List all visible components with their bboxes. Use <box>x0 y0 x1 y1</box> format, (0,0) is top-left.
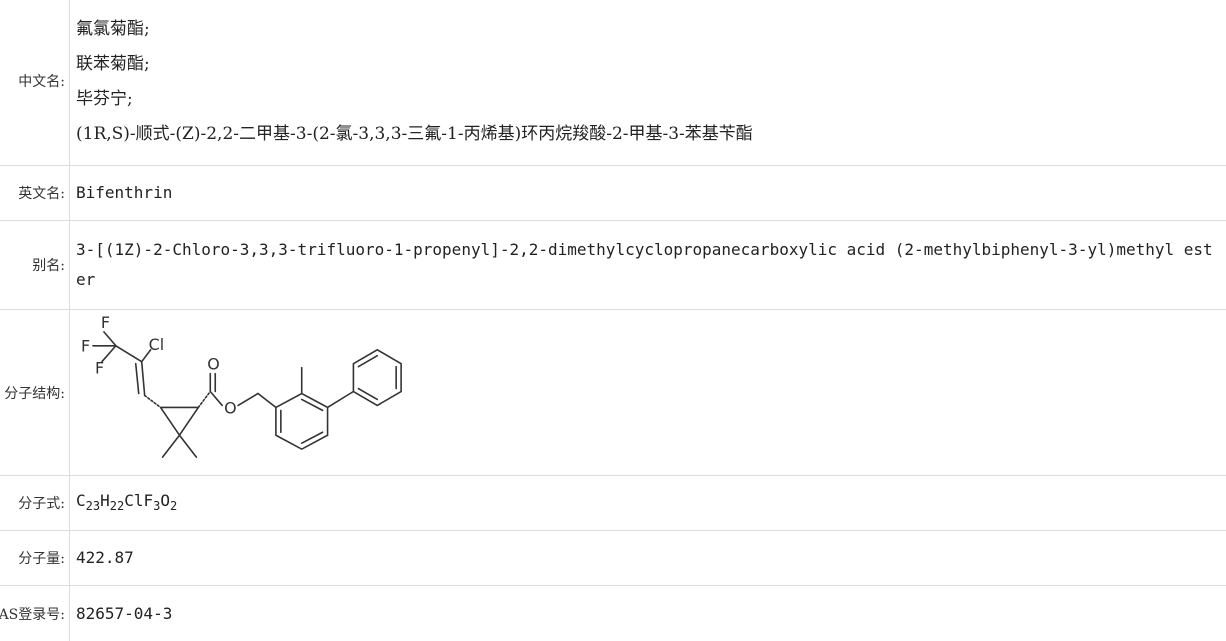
formula-subscript: 22 <box>109 498 125 513</box>
cas-number-value: 82657-04-3 <box>76 603 173 623</box>
fluorine-atom-1: F <box>101 313 110 332</box>
formula-element: H <box>100 490 110 510</box>
ester-oxygen: O <box>224 398 237 417</box>
row-alias: 别名: 3-[(1Z)-2-Chloro-3,3,3-trifluoro-1-p… <box>0 221 1226 310</box>
molecular-structure-image: F F F Cl O O <box>81 313 402 458</box>
english-name-value: Bifenthrin <box>76 183 173 202</box>
formula-subscript: 2 <box>169 498 178 513</box>
row-cas-number: CAS登录号: 82657-04-3 <box>0 586 1226 641</box>
alias-value: 3-[(1Z)-2-Chloro-3,3,3-trifluoro-1-prope… <box>76 240 1213 289</box>
row-structure: 分子结构: <box>0 310 1226 476</box>
row-molecular-weight: 分子量: 422.87 <box>0 531 1226 586</box>
structure-cell: F F F Cl O O <box>70 310 1226 475</box>
formula-element: ClF <box>124 490 154 510</box>
chinese-name-item: (1R,S)-顺式-(Z)-2,2-二甲基-3-(2-氯-3,3,3-三氟-1-… <box>76 124 753 144</box>
chinese-name-item: 毕芬宁; <box>76 89 133 109</box>
formula-subscript: 23 <box>85 498 101 513</box>
chinese-name-item: 氟氯菊酯; <box>76 19 150 39</box>
formula-element: O <box>160 490 170 510</box>
chinese-name-values: 氟氯菊酯; 联苯菊酯; 毕芬宁; (1R,S)-顺式-(Z)-2,2-二甲基-3… <box>70 0 1226 165</box>
fluorine-atom-2: F <box>81 337 90 356</box>
fluorine-atom-3: F <box>95 359 104 378</box>
molecular-weight-value: 422.87 <box>76 548 134 567</box>
row-chinese-name: 中文名: 氟氯菊酯; 联苯菊酯; 毕芬宁; (1R,S)-顺式-(Z)-2,2-… <box>0 0 1226 166</box>
chinese-name-label: 中文名: <box>0 0 70 165</box>
formula-expression: C23H22ClF3O2 <box>76 486 1226 521</box>
formula-value: C23H22ClF3O2 <box>70 476 1226 530</box>
row-english-name: 英文名: Bifenthrin <box>0 166 1226 221</box>
formula-element: C <box>76 490 86 510</box>
molecular-weight-label: 分子量: <box>0 531 70 585</box>
formula-subscript: 3 <box>153 498 161 513</box>
formula-label: 分子式: <box>0 476 70 530</box>
structure-label: 分子结构: <box>0 310 70 475</box>
english-name-label: 英文名: <box>0 166 70 220</box>
alias-value-cell: 3-[(1Z)-2-Chloro-3,3,3-trifluoro-1-prope… <box>70 221 1226 309</box>
chlorine-atom: Cl <box>149 335 165 354</box>
carbonyl-oxygen: O <box>207 355 220 374</box>
row-formula: 分子式: C23H22ClF3O2 <box>0 476 1226 531</box>
alias-label: 别名: <box>0 221 70 309</box>
cas-number-label: CAS登录号: <box>0 586 70 641</box>
chinese-name-item: 联苯菊酯; <box>76 54 150 74</box>
